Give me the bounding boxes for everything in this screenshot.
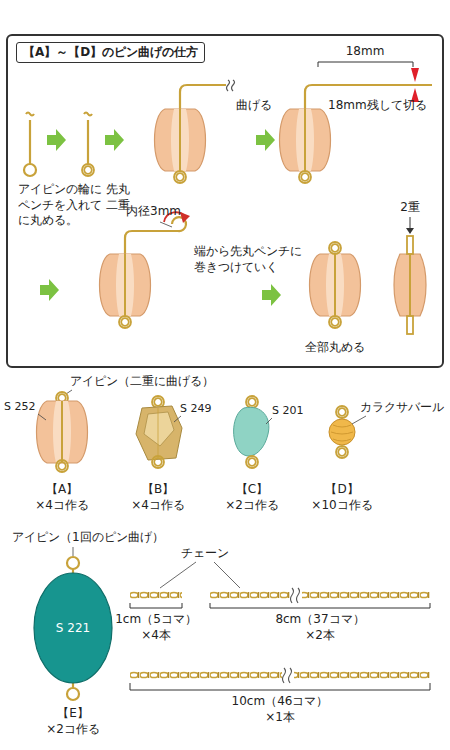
bead-code: S 221 <box>56 621 90 635</box>
dimension: 8cm（37コマ） <box>275 612 364 628</box>
quantity: ×10コ作る <box>311 498 372 514</box>
dimension: 1cm（5コマ） <box>115 612 197 628</box>
part-code: S 249 <box>180 402 211 416</box>
quantity: ×4コ作る <box>35 498 89 514</box>
instruction-note: 端から先丸ペンチに 巻きつけていく <box>194 244 306 275</box>
part-name: アイピン（1回のピン曲げ） <box>12 530 164 546</box>
part-letter: 【E】 <box>57 706 89 722</box>
part-name: カラクサバール <box>360 400 444 416</box>
part-name: アイピン（二重に曲げる） <box>70 374 214 390</box>
dimension: 内径3mm <box>126 204 181 220</box>
part-letter: 【D】 <box>325 482 358 498</box>
dimension: 10cm（46コマ） <box>232 694 329 710</box>
part-letter: 【A】 <box>46 482 78 498</box>
quantity: ×2コ作る <box>46 722 100 738</box>
quantity: ×2コ作る <box>225 498 279 514</box>
dimension: 18mm <box>346 44 385 60</box>
part-letter: 【B】 <box>142 482 174 498</box>
panel-heading: 【A】～【D】のピン曲げの仕方 <box>16 42 205 63</box>
instruction-note: 18mm残して切る <box>328 98 427 114</box>
instruction-note: 曲げる <box>236 98 272 114</box>
quantity: ×1本 <box>265 710 295 726</box>
part-name: チェーン <box>181 546 229 562</box>
instruction-note: アイピンの輪に 先丸ペンチを入れて 二重に丸める。 <box>18 182 138 229</box>
part-code: S 201 <box>272 404 303 418</box>
quantity: ×2本 <box>305 628 335 644</box>
part-letter: 【C】 <box>236 482 268 498</box>
instruction-note: 全部丸める <box>305 340 365 356</box>
instruction-note: 2重 <box>400 200 420 216</box>
quantity: ×4コ作る <box>131 498 185 514</box>
part-code: S 252 <box>4 400 35 414</box>
quantity: ×4本 <box>141 628 171 644</box>
bead-e: S 221 <box>33 572 113 684</box>
